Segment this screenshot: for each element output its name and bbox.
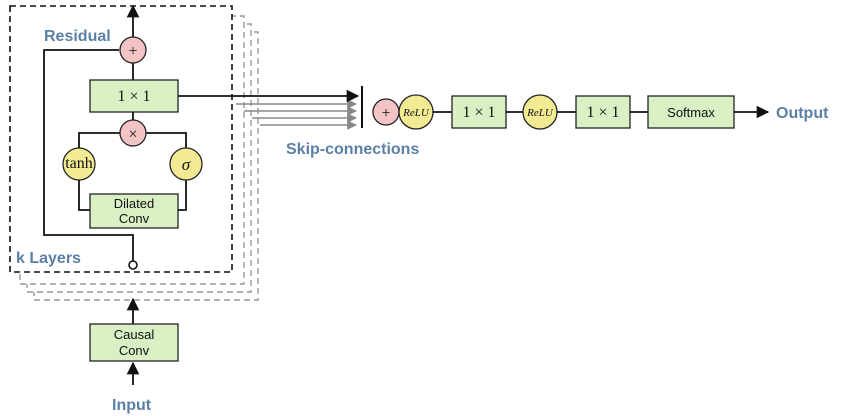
- k-layers-label: k Layers: [16, 250, 81, 267]
- residual-add-node: [119, 36, 147, 64]
- tanh-node: [62, 147, 96, 181]
- input-label: Input: [112, 397, 152, 414]
- multiply-symbol: ×: [128, 126, 137, 143]
- softmax-box: [647, 95, 735, 129]
- conv-1x1-box-a: [451, 95, 507, 129]
- tanh-to-multiply-line: [78, 132, 120, 150]
- conv-1x1-label-a: 1 × 1: [462, 104, 495, 121]
- sigma-to-multiply-line: [146, 132, 187, 150]
- tanh-label: tanh: [65, 155, 93, 172]
- dilated-conv-label-line2: Conv: [119, 211, 150, 226]
- multiply-node: [119, 119, 147, 147]
- softmax-label: Softmax: [667, 105, 715, 120]
- dilated-conv-box: [89, 193, 179, 229]
- skip-connections-label: Skip-connections: [286, 141, 419, 158]
- skip-connection-lines: [236, 99, 357, 130]
- causal-conv-label-line1: Causal: [114, 327, 155, 342]
- conv-1x1-label-b: 1 × 1: [586, 104, 619, 121]
- relu-label-1: ReLU: [402, 107, 430, 119]
- residual-add-symbol: +: [128, 43, 137, 60]
- conv-1x1-layer-box: [89, 79, 179, 113]
- sigma-label: σ: [182, 155, 191, 174]
- dilated-conv-label-line1: Dilated: [114, 196, 154, 211]
- conv-1x1-layer-label: 1 × 1: [117, 88, 150, 105]
- sigma-node: [169, 147, 203, 181]
- causal-conv-label-line2: Conv: [119, 343, 150, 358]
- causal-conv-box: [89, 323, 179, 362]
- output-label: Output: [776, 105, 829, 122]
- residual-path-line: [43, 49, 134, 264]
- skip-add-symbol: +: [381, 105, 390, 122]
- residual-label: Residual: [44, 28, 111, 45]
- layer-input-node: [128, 260, 138, 270]
- relu-label-2: ReLU: [526, 107, 554, 119]
